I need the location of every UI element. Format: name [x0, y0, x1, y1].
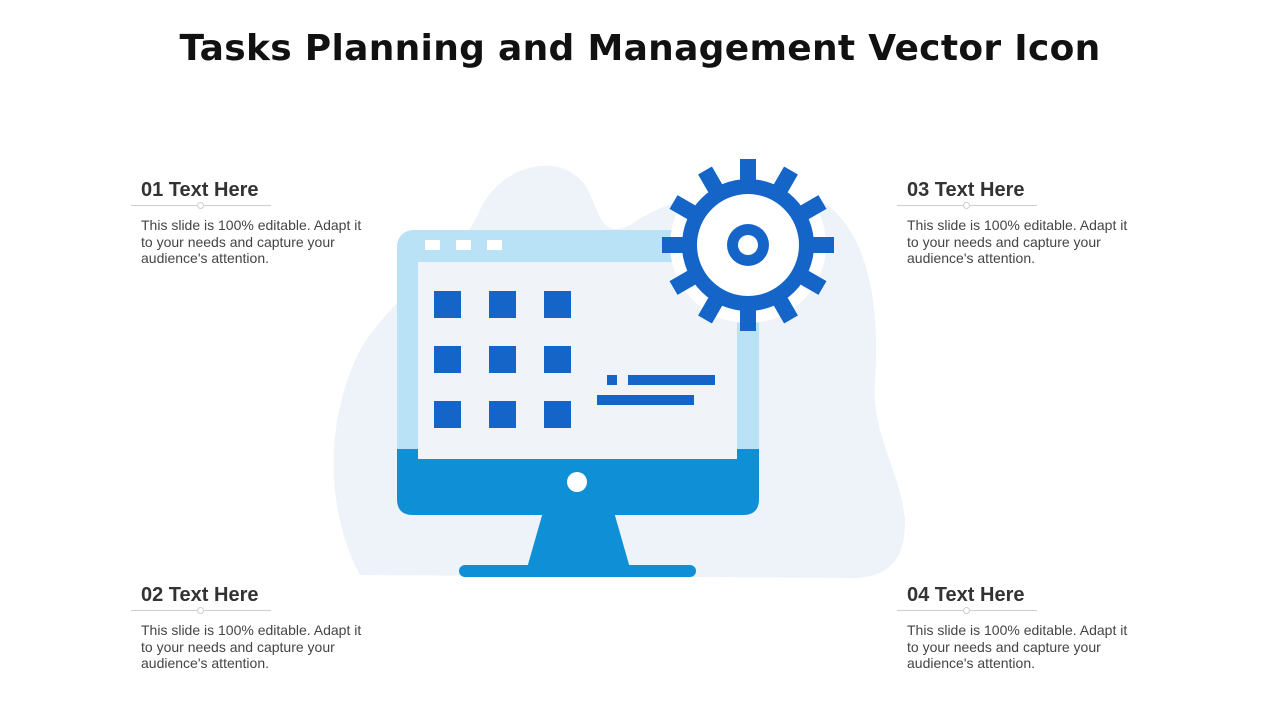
- text-block-01: 01 Text Here This slide is 100% editable…: [131, 177, 371, 267]
- block-description: This slide is 100% editable. Adapt it to…: [907, 217, 1128, 266]
- grid-square: [434, 346, 461, 373]
- heading-divider: [131, 202, 271, 209]
- heading-divider: [897, 202, 1037, 209]
- block-heading: 02 Text Here: [141, 584, 259, 606]
- grid-square: [434, 401, 461, 428]
- block-heading: 04 Text Here: [907, 584, 1025, 606]
- block-description: This slide is 100% editable. Adapt it to…: [141, 622, 362, 671]
- text-block-02: 02 Text Here This slide is 100% editable…: [131, 582, 371, 672]
- heading-divider: [131, 607, 271, 614]
- monitor-foot: [459, 565, 696, 577]
- text-line: [628, 375, 715, 385]
- grid-square: [434, 291, 461, 318]
- divider-dot: [197, 607, 204, 614]
- divider-dot: [197, 202, 204, 209]
- power-button: [567, 472, 587, 492]
- divider-dot: [963, 202, 970, 209]
- window-dot: [487, 240, 502, 250]
- screen-text-lines: [597, 375, 715, 405]
- gear-icon: [662, 159, 834, 331]
- block-description: This slide is 100% editable. Adapt it to…: [141, 217, 362, 266]
- window-dot: [456, 240, 471, 250]
- text-block-03: 03 Text Here This slide is 100% editable…: [897, 177, 1137, 267]
- grid-square: [544, 291, 571, 318]
- task-grid: [434, 291, 571, 428]
- block-heading: 01 Text Here: [141, 179, 259, 201]
- window-dot: [425, 240, 440, 250]
- grid-square: [489, 291, 516, 318]
- grid-square: [544, 346, 571, 373]
- heading-divider: [897, 607, 1037, 614]
- grid-square: [489, 346, 516, 373]
- text-block-04: 04 Text Here This slide is 100% editable…: [897, 582, 1137, 672]
- text-line-bullet: [607, 375, 617, 385]
- monitor-stand: [527, 505, 630, 568]
- block-description: This slide is 100% editable. Adapt it to…: [907, 622, 1128, 671]
- text-line: [597, 395, 694, 405]
- monitor-screen: [418, 262, 737, 459]
- grid-square: [489, 401, 516, 428]
- block-heading: 03 Text Here: [907, 179, 1025, 201]
- slide-title: Tasks Planning and Management Vector Ico…: [179, 28, 1101, 69]
- divider-dot: [963, 607, 970, 614]
- grid-square: [544, 401, 571, 428]
